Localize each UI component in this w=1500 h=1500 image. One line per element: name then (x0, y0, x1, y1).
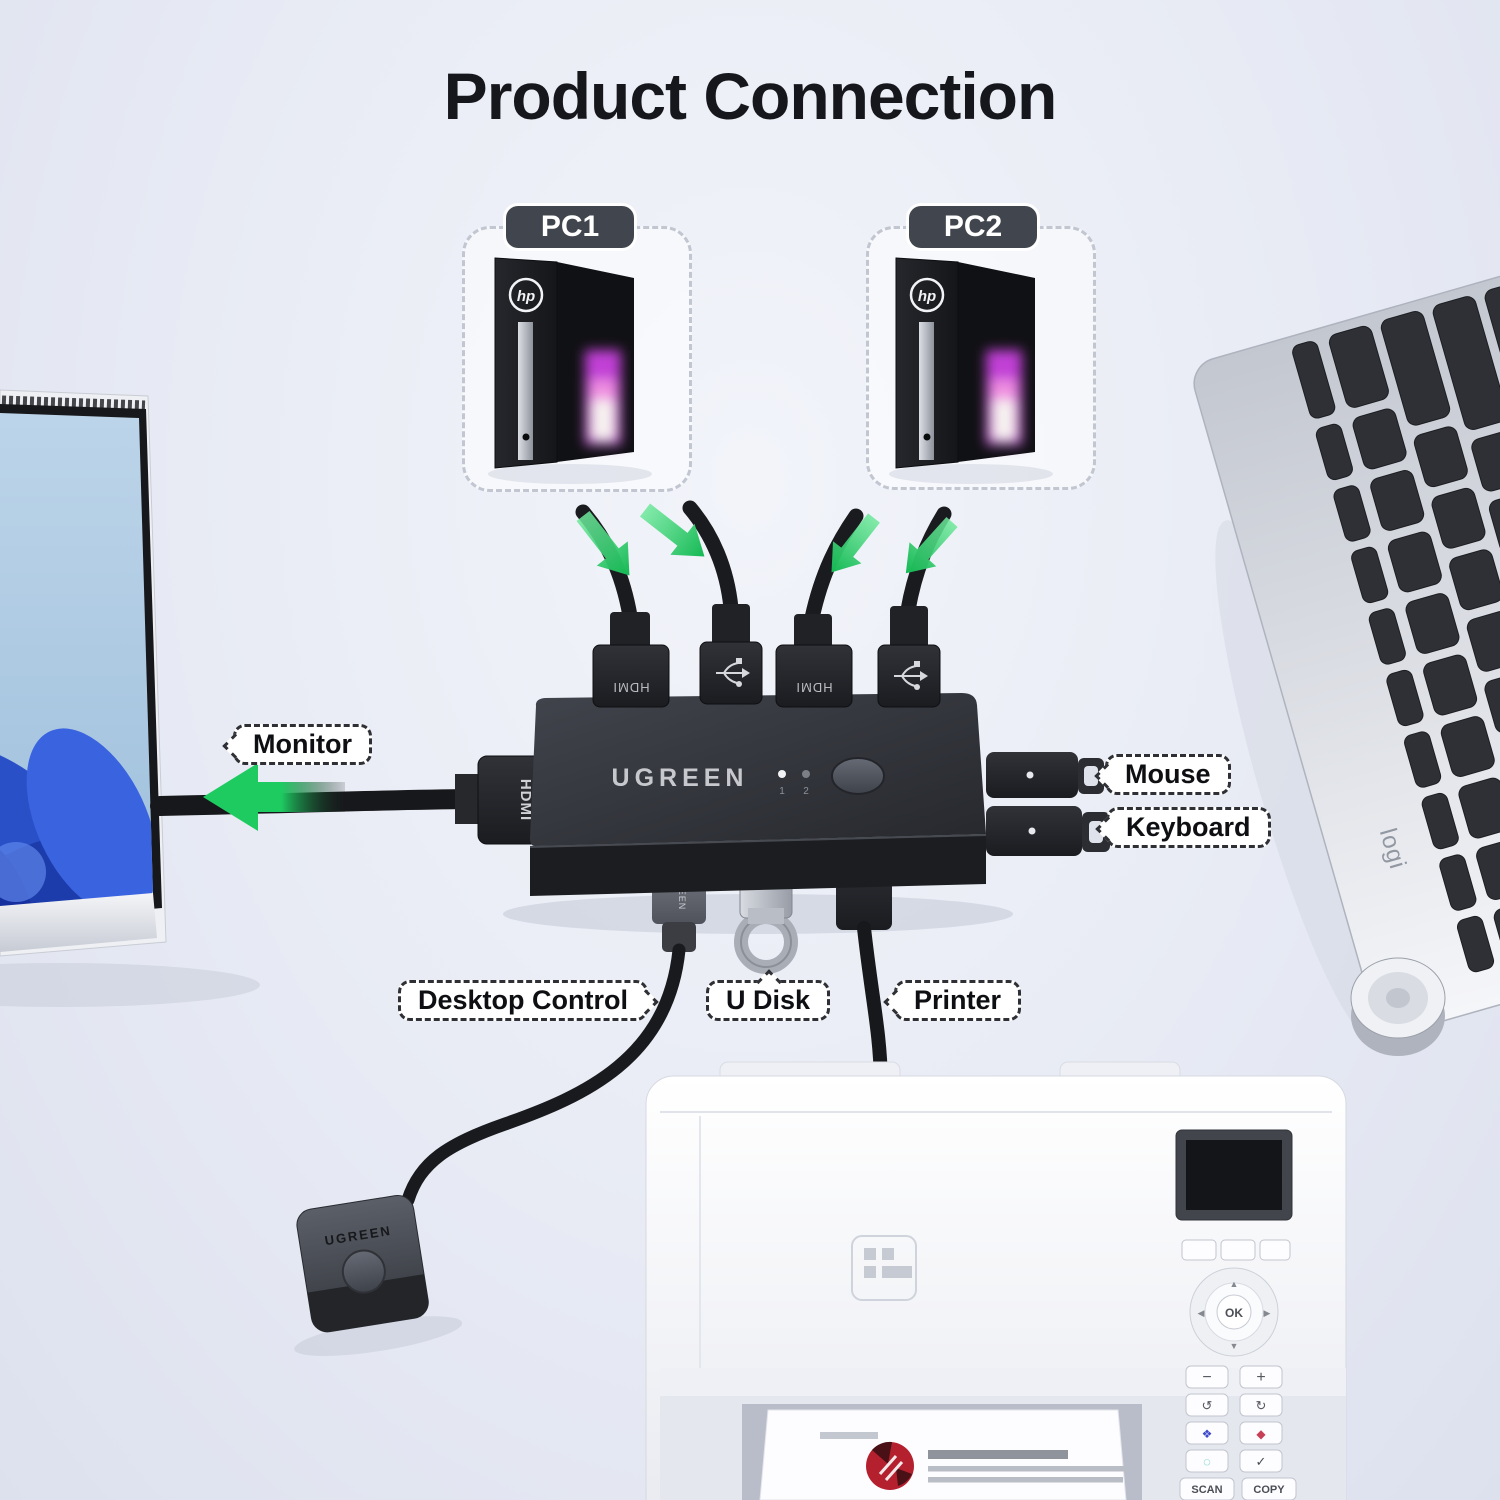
printer-callout-label: Printer (914, 985, 1002, 1015)
redo-icon: ↻ (1256, 1398, 1267, 1413)
desktop-control-callout: Desktop Control (398, 980, 659, 1021)
callout-notch-icon (633, 988, 659, 1015)
windows-bloom-wallpaper (0, 728, 153, 908)
led-2-label: 2 (803, 786, 809, 797)
undo-icon: ↺ (1202, 1398, 1213, 1413)
printer-scan-button[interactable] (1179, 1477, 1235, 1500)
usb-trident-icon (716, 658, 750, 687)
green-arrow-down-icon (567, 503, 645, 588)
led-2 (802, 770, 810, 778)
mouse-callout: Mouse (1094, 754, 1231, 795)
printer-menu-button[interactable] (1181, 1239, 1217, 1261)
printer-eco-button[interactable] (1185, 1449, 1229, 1473)
page-title: Product Connection (443, 59, 1058, 133)
scan-label: SCAN (1191, 1484, 1222, 1496)
led-1-label: 1 (779, 786, 785, 797)
callout-notch-icon (1094, 762, 1120, 789)
hdmi-out-label: HDMI (517, 779, 534, 821)
printer-copy-button[interactable] (1241, 1477, 1297, 1500)
printer-confirm-button[interactable] (1239, 1449, 1283, 1473)
callout-notch-icon (222, 732, 248, 759)
plus-label: + (1256, 1369, 1265, 1386)
printer-undo-button[interactable] (1185, 1393, 1229, 1417)
monitor-vent (1, 395, 146, 410)
printer-ok-button[interactable] (1216, 1294, 1252, 1330)
page-graphic (866, 1441, 914, 1490)
check-icon: ✓ (1256, 1454, 1267, 1469)
printer-minus-button[interactable] (1185, 1365, 1229, 1389)
callout-notch-icon (1095, 815, 1121, 842)
desktop-control-callout-label: Desktop Control (418, 985, 629, 1015)
monitor-callout-label: Monitor (253, 729, 352, 759)
printer: OK ▲ ▼ ◀ ▶ − + ↺ ↻ ❖ ◆ ◌ ✓ (645, 1061, 1347, 1500)
hdmi-plug1-label: HDMI (612, 680, 649, 695)
led-1 (778, 770, 786, 778)
printer-redo-button[interactable] (1239, 1393, 1283, 1417)
u-disk-callout: U Disk (706, 969, 831, 1021)
kvm-brand-logo: UGREEN (612, 764, 749, 792)
mouse-button-slit (1296, 410, 1328, 430)
dial-left-icon[interactable]: ◀ (1198, 1308, 1205, 1318)
keyboard-receiver (986, 806, 1110, 856)
kvm-face-details: UGREEN 1 2 (612, 757, 885, 797)
eco-icon: ◌ (1203, 1454, 1211, 1469)
stop-icon: ◆ (1256, 1427, 1266, 1441)
printer-callout: Printer (883, 980, 1022, 1021)
keyboard-crown-dial[interactable] (1350, 957, 1446, 1056)
printer-help-button[interactable] (1259, 1239, 1291, 1261)
pc1-label: PC1 (506, 206, 634, 248)
green-arrow-down-icon (817, 506, 889, 584)
ok-label: OK (1225, 1306, 1243, 1320)
callout-notch-icon (883, 988, 909, 1015)
usb-trident-icon (894, 661, 928, 690)
remote-switch-button[interactable] (340, 1248, 388, 1296)
keyboard-callout-label: Keyboard (1126, 812, 1251, 842)
printer-cable (836, 848, 892, 1089)
pc2-dashed-box (866, 226, 1096, 490)
dial-right-icon[interactable]: ▶ (1264, 1308, 1271, 1318)
kvm-switch-button[interactable] (831, 757, 885, 795)
mouse (1285, 355, 1489, 495)
key-grid (1292, 281, 1500, 973)
dial-down-icon[interactable]: ▼ (1230, 1341, 1239, 1351)
kvm-switch (529, 693, 987, 896)
mouse-callout-label: Mouse (1125, 759, 1211, 789)
monitor (0, 389, 260, 1007)
pc1-hdmi-plug: HDMI (575, 504, 670, 708)
pc1-usb-plug (682, 500, 763, 705)
pc1-dashed-box (462, 226, 692, 492)
keyboard: logi (1193, 269, 1500, 1056)
monitor-callout: Monitor (222, 724, 372, 765)
hdmi-plug2-label: HDMI (795, 680, 832, 695)
printed-page (759, 1409, 1127, 1500)
pc2-usb-plug (877, 506, 952, 708)
printer-plus-button[interactable] (1239, 1365, 1283, 1389)
u-disk (734, 845, 798, 974)
mouse-receiver (986, 752, 1104, 798)
minus-label: − (1202, 1369, 1211, 1386)
printer-stop-button[interactable] (1239, 1421, 1283, 1445)
dc-plug-brand: UGREEN (677, 866, 687, 911)
lid-grid-icon (851, 1235, 917, 1301)
green-arrow-down-icon (632, 494, 717, 572)
keyboard-brand: logi (1374, 825, 1411, 872)
monitor-cable: HDMI (150, 755, 559, 845)
pc2-hdmi-plug: HDMI (775, 508, 864, 708)
green-arrow-down-icon (892, 509, 966, 586)
printer-menu-button[interactable] (1220, 1239, 1256, 1261)
printer-control-panel: OK ▲ ▼ ◀ ▶ − + ↺ ↻ ❖ ◆ ◌ ✓ (1175, 1129, 1297, 1500)
keyboard-callout: Keyboard (1095, 807, 1271, 848)
nav-icon: ❖ (1202, 1427, 1213, 1441)
desktop-control-cable: UGREEN (401, 850, 706, 1207)
green-arrow-left-icon (203, 763, 345, 831)
printer-nav-button[interactable] (1185, 1421, 1229, 1445)
printer-screen (1175, 1129, 1293, 1221)
remote-brand: UGREEN (324, 1223, 393, 1248)
desktop-control-remote: UGREEN (294, 1194, 463, 1357)
dial-up-icon[interactable]: ▲ (1230, 1279, 1239, 1289)
copy-label: COPY (1253, 1484, 1285, 1496)
printer-dial[interactable] (1189, 1267, 1279, 1357)
pc2-label: PC2 (909, 206, 1037, 248)
